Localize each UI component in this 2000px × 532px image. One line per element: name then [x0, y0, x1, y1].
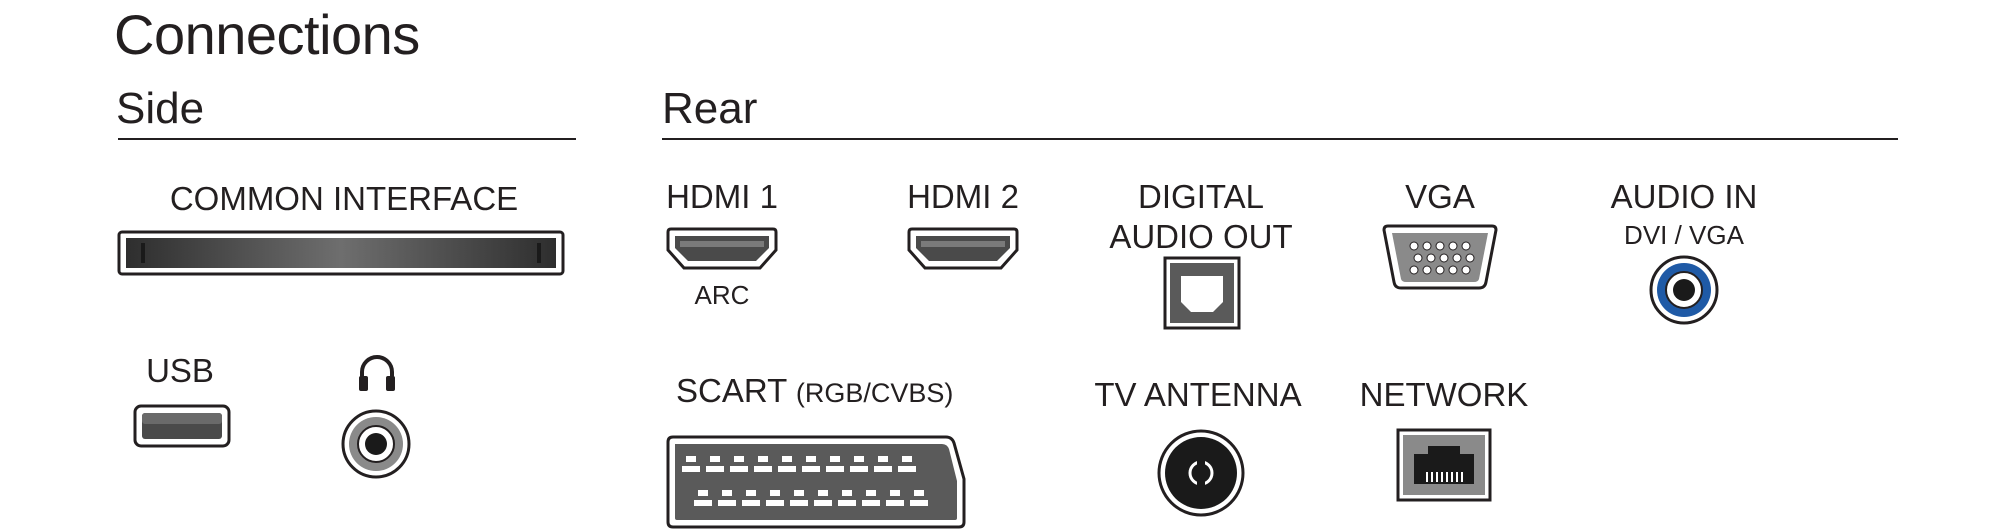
section-side-heading: Side — [116, 84, 205, 133]
hdmi1-port — [664, 226, 780, 272]
scart-port-icon — [664, 434, 968, 530]
network-label: NETWORK — [1359, 376, 1529, 413]
digital-audio-out-label-line1: DIGITAL — [1138, 178, 1264, 215]
hdmi2-label: HDMI 2 — [907, 178, 1019, 215]
scart-label-sub: (RGB/CVBS) — [795, 378, 954, 408]
common-interface-label: COMMON INTERFACE — [169, 180, 519, 217]
hdmi2-port — [905, 226, 1021, 272]
section-rear-heading: Rear — [662, 84, 758, 133]
digital-audio-out-label-line2: AUDIO OUT — [1109, 218, 1293, 255]
headphone-icon — [356, 352, 398, 394]
optical-port-icon — [1163, 256, 1241, 330]
audio-in-label: AUDIO IN — [1610, 178, 1758, 215]
tv-antenna-label: TV ANTENNA — [1094, 376, 1302, 413]
usb-label: USB — [146, 352, 214, 389]
rear-divider — [662, 138, 1898, 140]
page-title: Connections — [114, 3, 420, 66]
audio-jack-icon — [1648, 254, 1720, 326]
side-divider — [118, 138, 576, 140]
vga-label: VGA — [1405, 178, 1475, 215]
scart-label: SCART (RGB/CVBS) — [676, 372, 953, 410]
coax-antenna-icon — [1156, 428, 1246, 518]
hdmi1-arc-label: ARC — [694, 280, 750, 310]
audio-in-dvi-vga-label: DVI / VGA — [1624, 220, 1744, 250]
headphone-jack — [340, 408, 412, 480]
hdmi1-label: HDMI 1 — [666, 178, 778, 215]
scart-label-main: SCART — [676, 372, 787, 409]
common-interface-slot — [117, 230, 565, 276]
ethernet-port-icon — [1396, 428, 1492, 502]
vga-port-icon — [1378, 224, 1502, 292]
usb-port — [133, 404, 231, 448]
